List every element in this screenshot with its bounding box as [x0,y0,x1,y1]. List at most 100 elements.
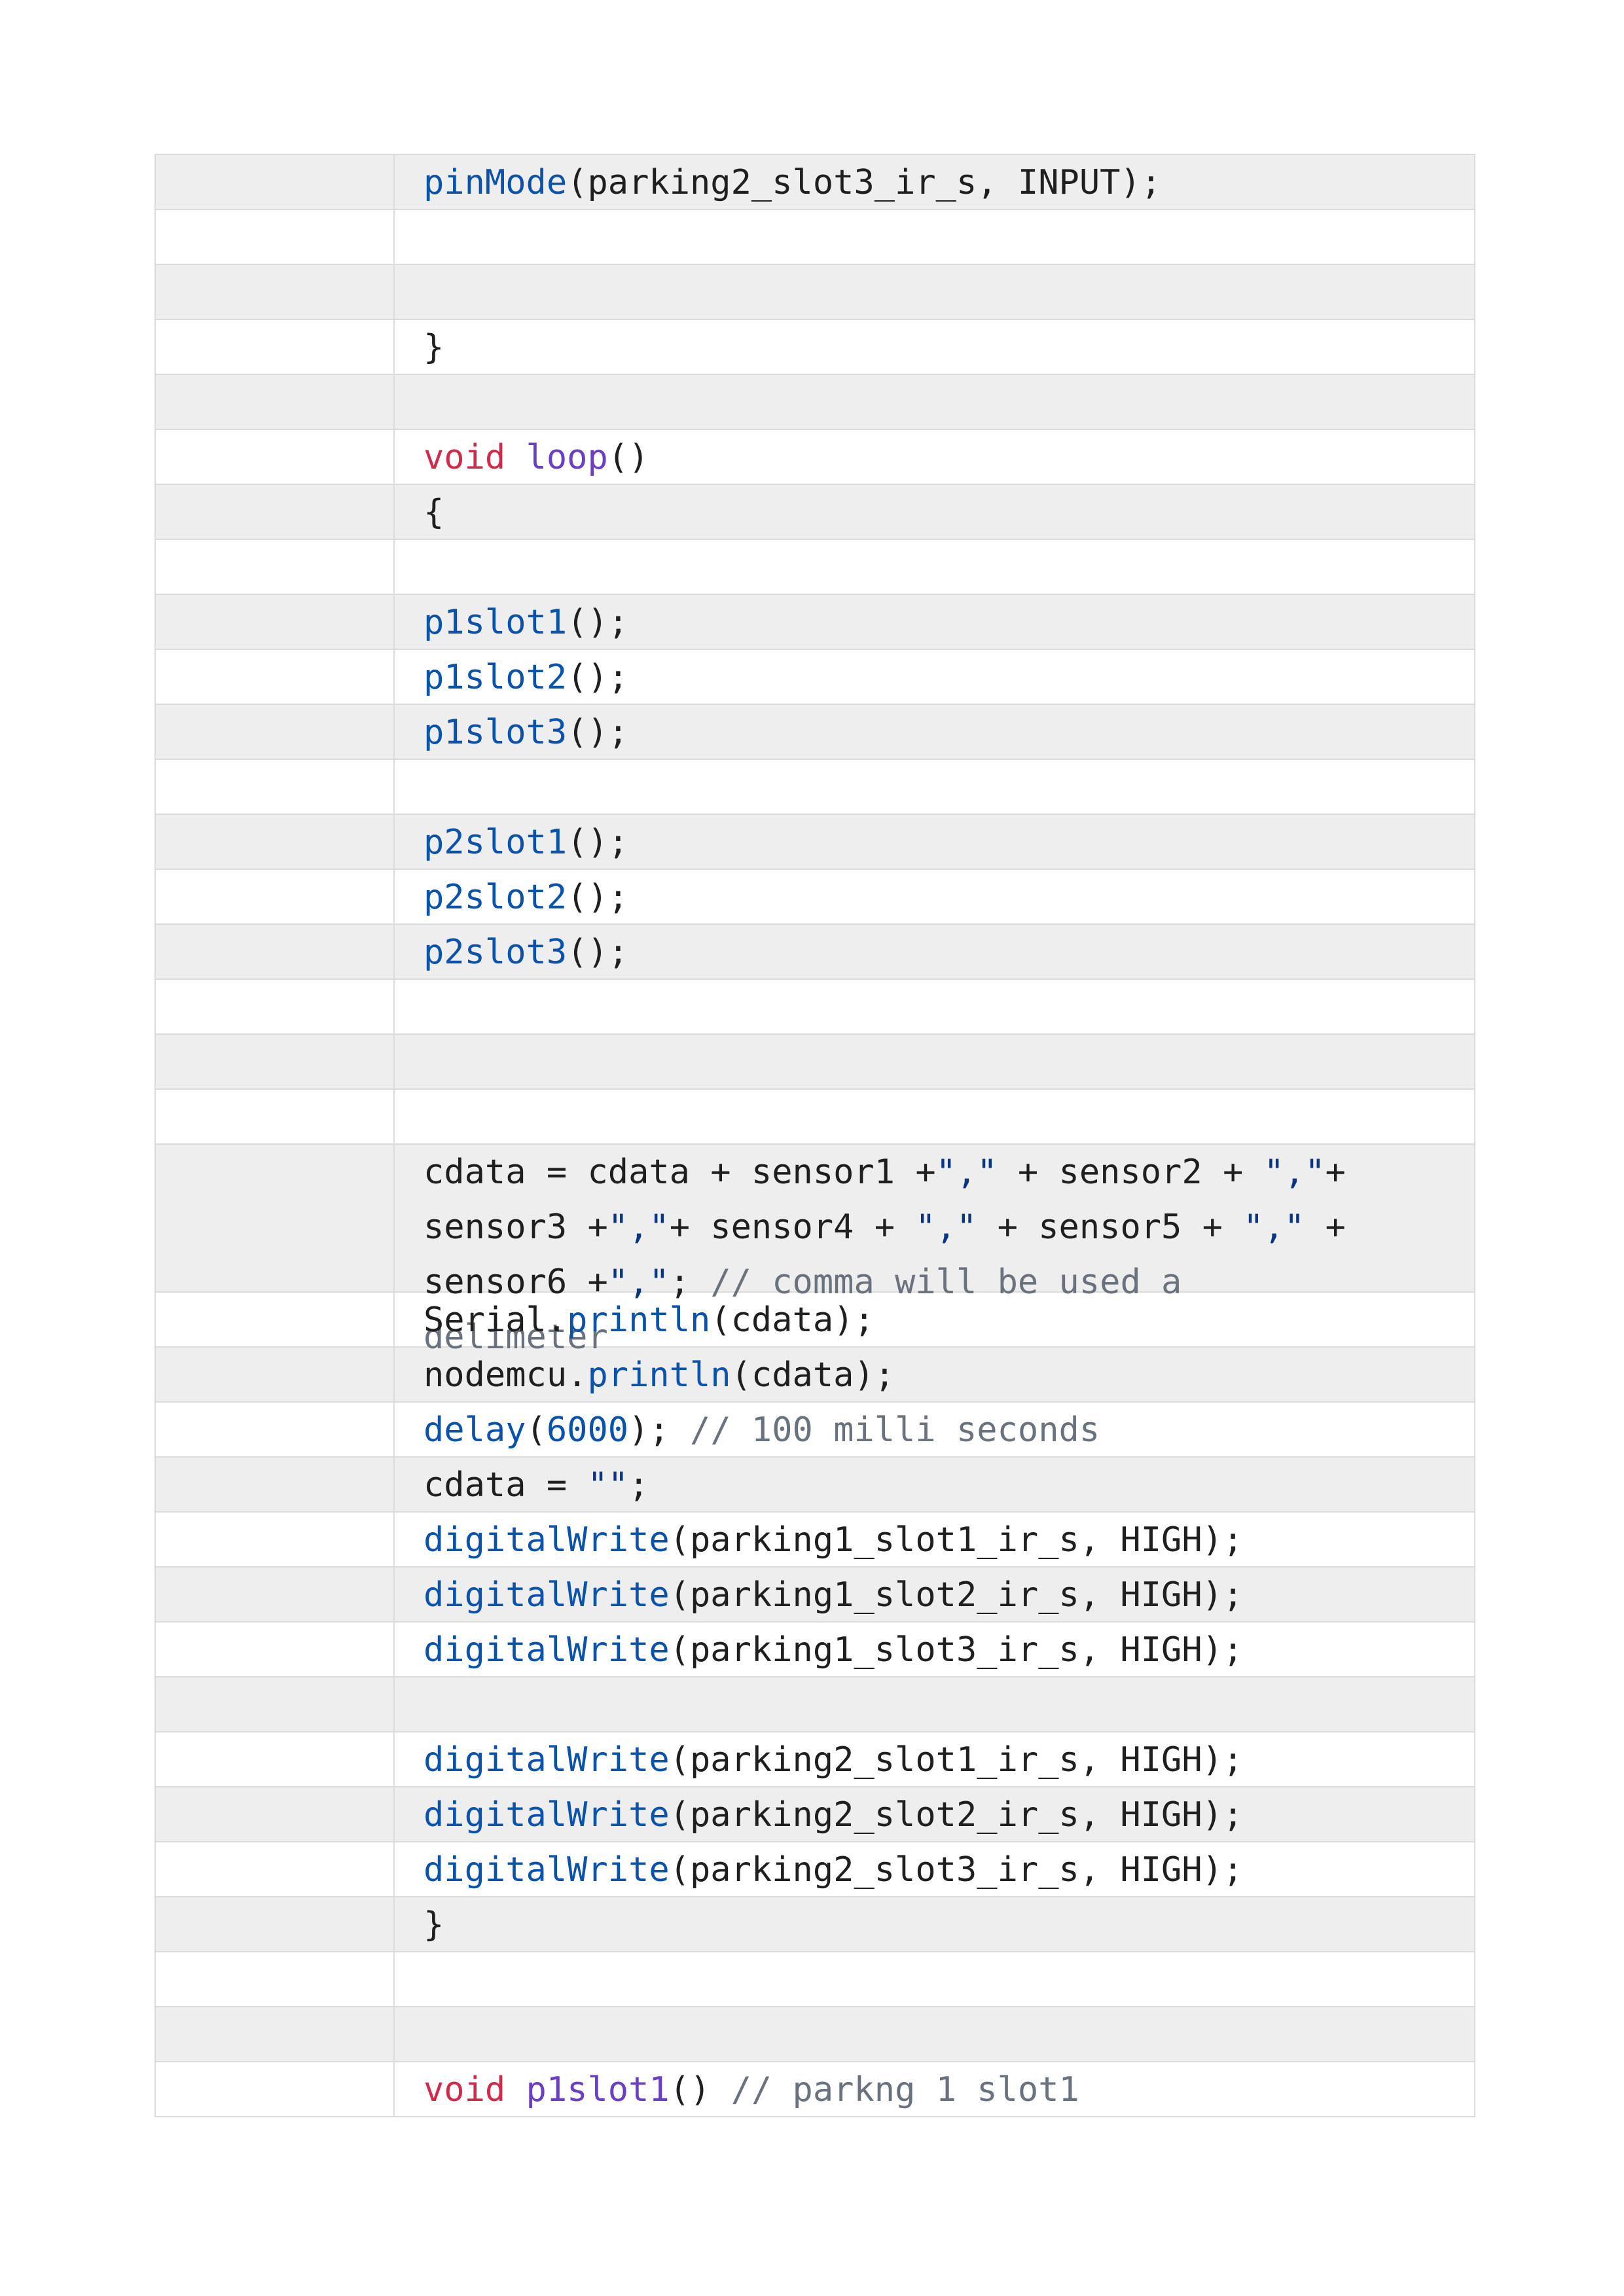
code-row: digitalWrite(parking1_slot2_ir_s, HIGH); [156,1568,1474,1623]
code-row: p2slot2(); [156,870,1474,925]
code-row [156,2007,1474,2062]
code-token: p1slot1 [424,603,568,642]
line-gutter [156,650,395,704]
code-token [505,438,526,477]
code-line: cdata = ""; [395,1458,1474,1511]
line-gutter [156,1952,395,2006]
code-row [156,375,1474,430]
line-gutter [156,265,395,319]
code-line: void p1slot1() // parkng 1 slot1 [395,2062,1474,2116]
line-gutter [156,210,395,264]
code-token: (parking2_slot3_ir_s, HIGH); [669,1850,1244,1890]
code-token: { [424,493,444,532]
code-token: "," [607,1208,670,1247]
code-token: (); [567,823,629,862]
code-token: "," [1243,1208,1305,1247]
code-token: + sensor6 + [424,1208,1367,1302]
line-gutter [156,1035,395,1088]
code-row: cdata = cdata + sensor1 +"," + sensor2 +… [156,1145,1474,1357]
line-gutter [156,430,395,484]
line-gutter [156,815,395,869]
code-line: digitalWrite(parking1_slot1_ir_s, HIGH); [395,1513,1474,1566]
code-token: } [424,1905,444,1945]
code-token: ( [526,1410,547,1450]
code-token: (); [567,713,629,752]
code-row: nodemcu.println(cdata); [156,1348,1474,1403]
code-token: println [587,1355,731,1395]
code-line [395,1952,1474,2006]
code-row: void loop() [156,430,1474,485]
code-row: Serial.println(cdata); [156,1293,1474,1348]
code-token: + sensor4 + [669,1208,916,1247]
code-token: void [424,2070,506,2109]
code-row [156,1090,1474,1145]
line-gutter [156,1568,395,1621]
code-token: p1slot2 [424,658,568,697]
code-token: (parking1_slot1_ir_s, HIGH); [669,1520,1244,1560]
line-gutter [156,375,395,429]
code-token: "" [587,1465,629,1505]
code-token: println [567,1300,711,1340]
code-token: cdata = [424,1465,588,1505]
code-token: } [424,328,444,367]
code-token: // 100 milli seconds [690,1410,1100,1450]
code-line [395,1035,1474,1088]
code-row: cdata = ""; [156,1458,1474,1513]
code-row [156,760,1474,815]
code-line: } [395,1897,1474,1951]
line-gutter [156,2062,395,2116]
line-gutter [156,1348,395,1401]
code-token: p2slot2 [424,878,568,917]
code-line: digitalWrite(parking1_slot2_ir_s, HIGH); [395,1568,1474,1621]
line-gutter [156,1897,395,1951]
code-token: "," [1263,1153,1326,1192]
code-line: cdata = cdata + sensor1 +"," + sensor2 +… [395,1145,1474,1357]
code-token: delay [424,1410,526,1450]
line-gutter [156,1403,395,1456]
line-gutter [156,760,395,814]
code-row: delay(6000); // 100 milli seconds [156,1403,1474,1458]
code-row: digitalWrite(parking2_slot1_ir_s, HIGH); [156,1732,1474,1787]
code-token: p2slot3 [424,933,568,972]
code-token: "," [915,1208,977,1247]
code-token: loop [526,438,608,477]
line-gutter [156,320,395,374]
code-line: void loop() [395,430,1474,484]
code-token: (parking1_slot3_ir_s, HIGH); [669,1630,1244,1670]
code-token: Serial. [424,1300,568,1340]
line-gutter [156,2007,395,2061]
code-line [395,1090,1474,1143]
code-token: digitalWrite [424,1795,670,1835]
code-line: } [395,320,1474,374]
code-line: delay(6000); // 100 milli seconds [395,1403,1474,1456]
code-token: // comma will be used a delimeter [424,1263,1202,1357]
line-gutter [156,595,395,649]
code-row: { [156,485,1474,540]
code-row: p2slot3(); [156,925,1474,980]
code-token: ); [628,1410,691,1450]
code-row: p1slot1(); [156,595,1474,650]
code-row [156,1952,1474,2007]
code-row [156,540,1474,595]
code-line: p2slot2(); [395,870,1474,924]
code-row [156,210,1474,265]
code-token: (); [567,603,629,642]
code-line: digitalWrite(parking1_slot3_ir_s, HIGH); [395,1623,1474,1676]
code-row [156,265,1474,320]
line-gutter [156,925,395,978]
code-token: p1slot3 [424,713,568,752]
code-token: () [669,2070,731,2109]
code-token: (parking1_slot2_ir_s, HIGH); [669,1575,1244,1615]
code-token: (parking2_slot2_ir_s, HIGH); [669,1795,1244,1835]
code-line: Serial.println(cdata); [395,1293,1474,1346]
code-token: void [424,438,506,477]
code-line [395,2007,1474,2061]
code-line: p1slot1(); [395,595,1474,649]
code-row: pinMode(parking2_slot3_ir_s, INPUT); [156,155,1474,210]
code-row: } [156,1897,1474,1952]
code-line: { [395,485,1474,539]
code-token [505,2070,526,2109]
code-token: (parking2_slot1_ir_s, HIGH); [669,1740,1244,1780]
code-token: (cdata); [731,1355,895,1395]
code-row: digitalWrite(parking1_slot1_ir_s, HIGH); [156,1513,1474,1568]
